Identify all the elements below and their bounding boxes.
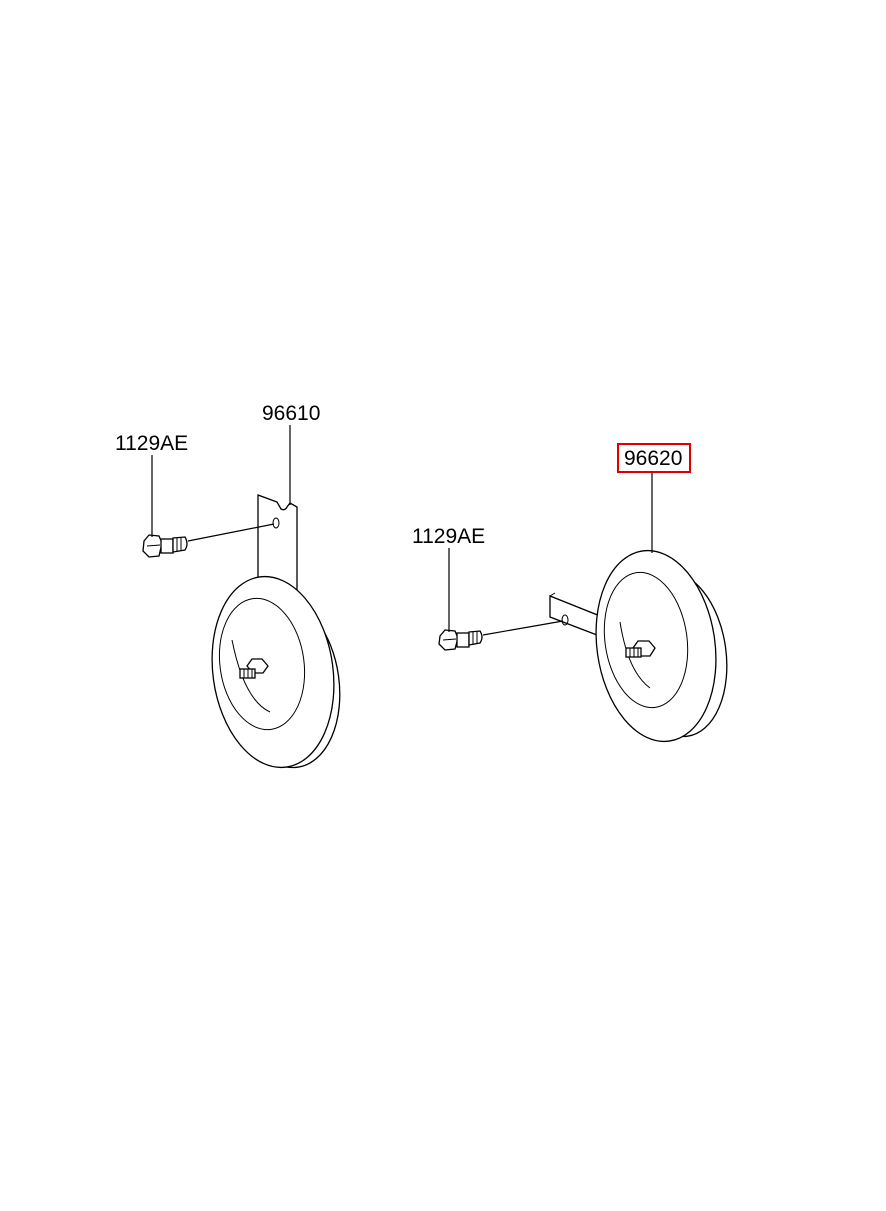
left-horn-part-label[interactable]: 96610 bbox=[262, 402, 320, 425]
right-horn-part-label[interactable]: 96620 bbox=[624, 447, 682, 470]
left-horn-body bbox=[211, 575, 341, 769]
left-bolt-part-label[interactable]: 1129AE bbox=[115, 432, 188, 455]
right-bolt-part-label[interactable]: 1129AE bbox=[412, 525, 485, 548]
left-horn-assembly: 96610 1129AE bbox=[115, 402, 341, 769]
left-horn-bracket bbox=[257, 494, 298, 591]
right-horn-nut bbox=[625, 640, 656, 658]
left-bolt bbox=[142, 523, 275, 558]
highlight-box bbox=[617, 443, 691, 473]
right-bolt bbox=[438, 620, 564, 651]
right-horn-assembly: 96620 1129AE bbox=[412, 443, 728, 743]
left-horn-nut bbox=[239, 658, 269, 679]
right-horn-body bbox=[595, 549, 728, 743]
